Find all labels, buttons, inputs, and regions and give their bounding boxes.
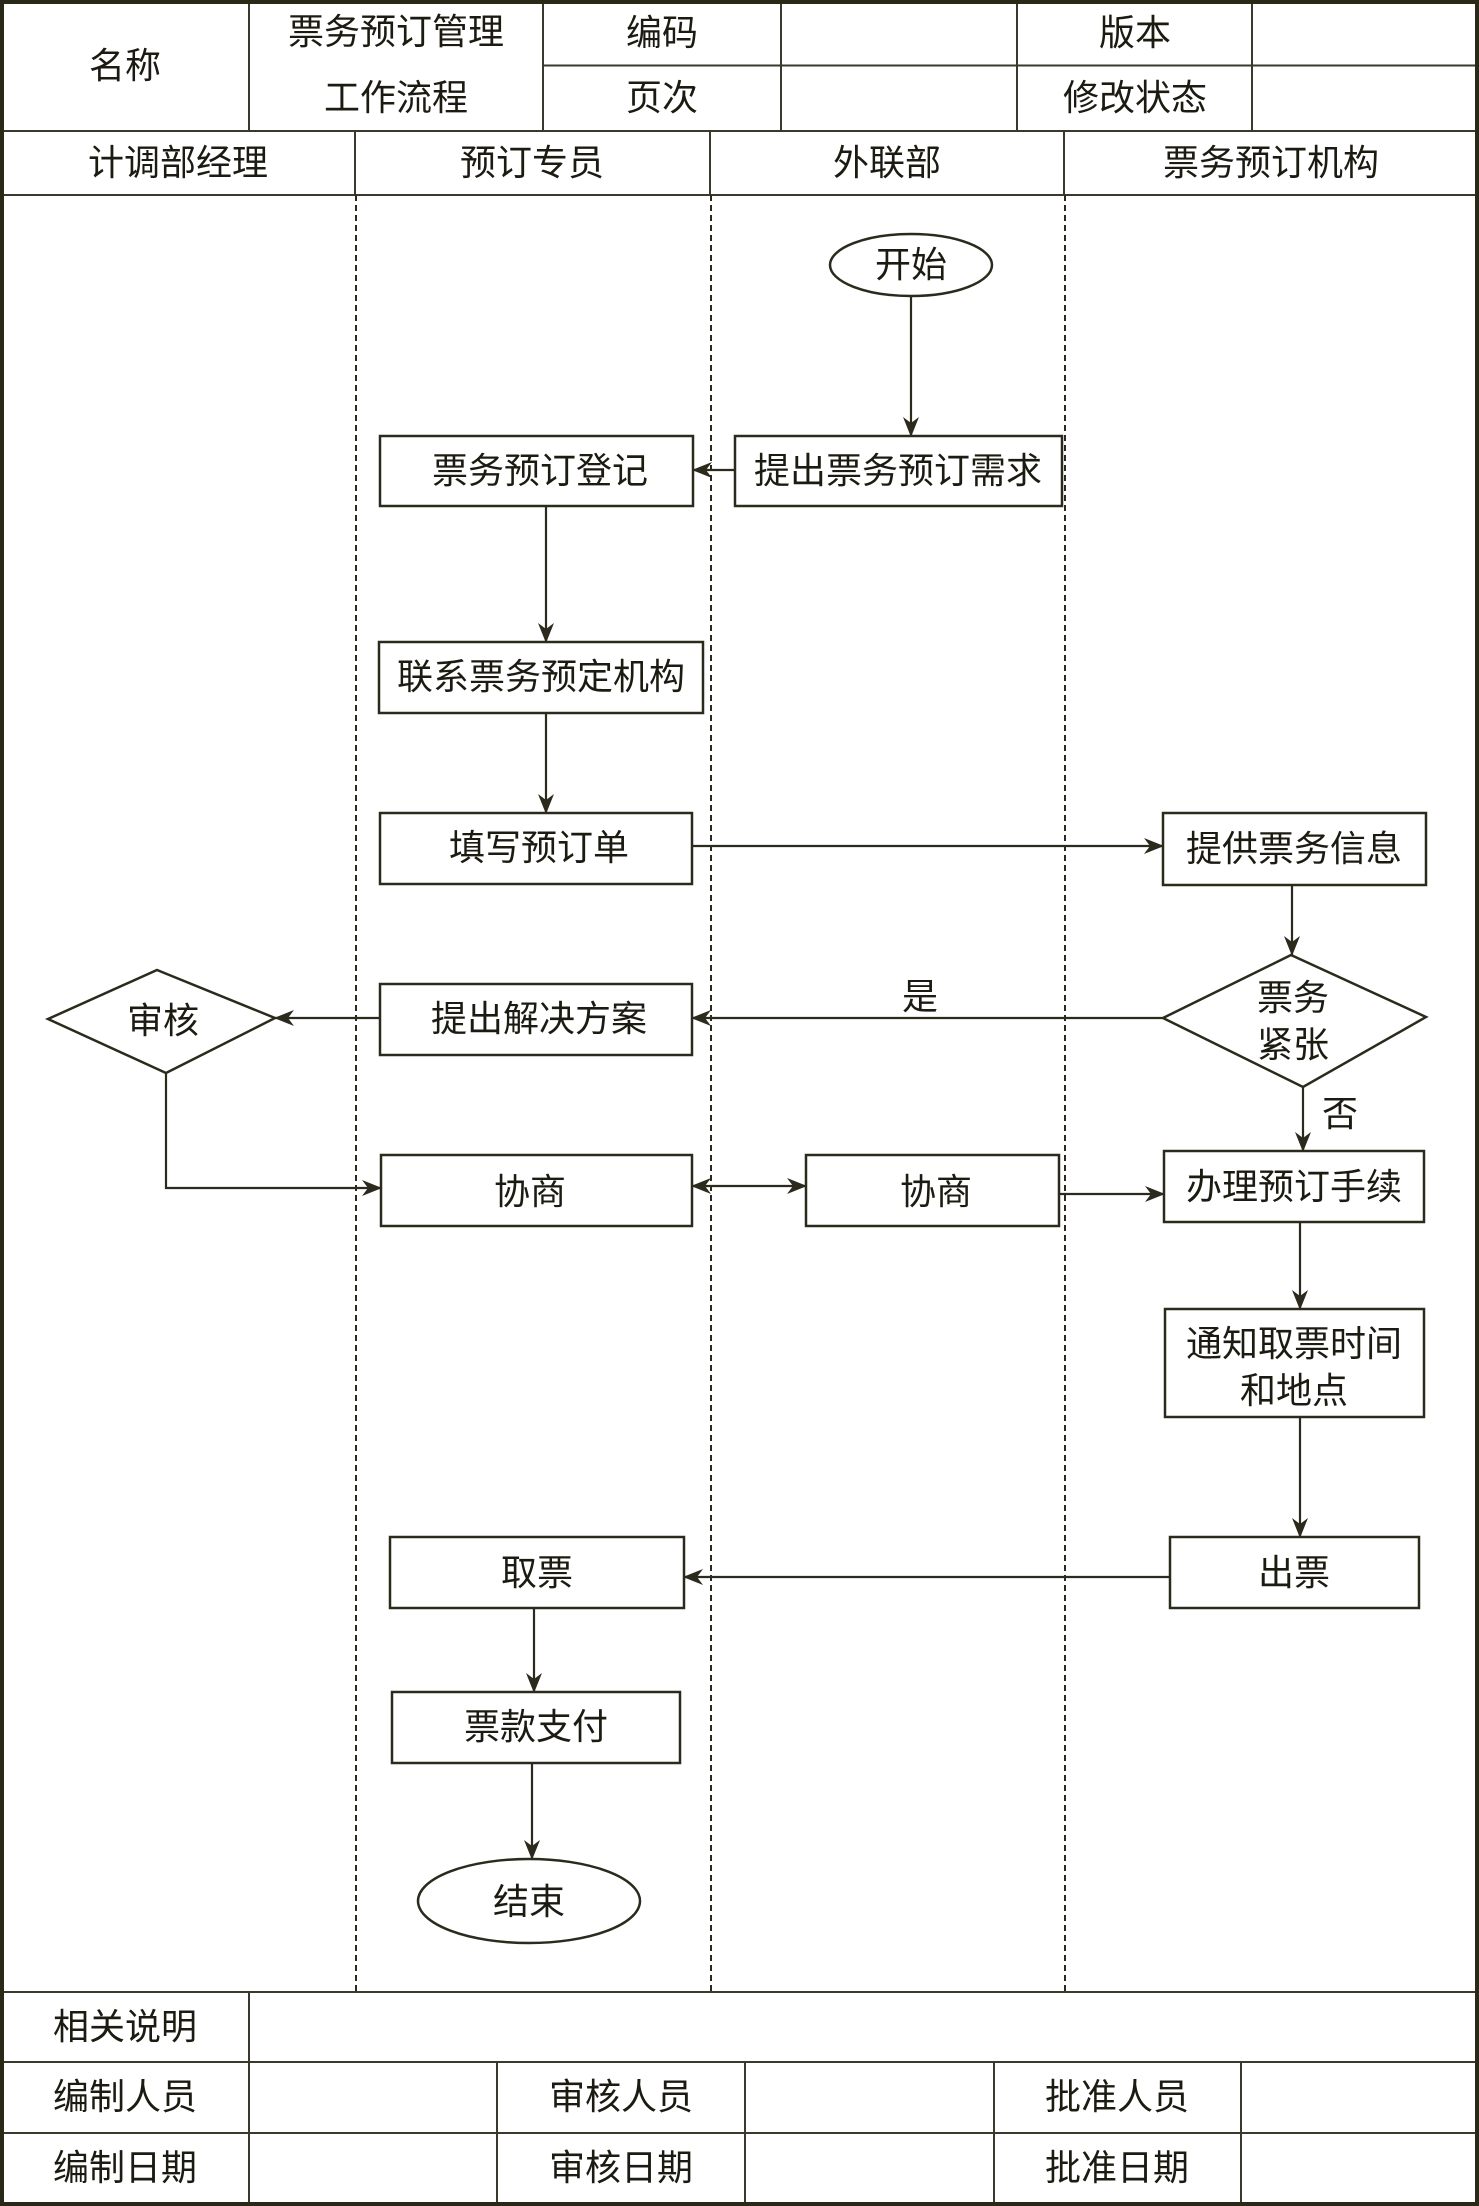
node-end: 结束 [416,1857,642,1945]
terminator-shape [828,232,994,298]
node-label-line-2: 紧张 [1257,1025,1329,1065]
terminator-shape [416,1857,642,1945]
edge-label-no: 否 [1322,1094,1358,1134]
name-label: 名称 [89,46,161,86]
lane-header-dispatch-manager: 计调部经理 [88,143,268,183]
process-shape [378,811,694,886]
node-label: 票款支付 [464,1707,608,1747]
lane-header-booking-specialist: 预订专员 [460,143,604,183]
node-contact-agency: 联系票务预定机构 [377,640,705,715]
process-shape [390,1690,682,1765]
lane-header-external-liaison: 外联部 [833,143,941,183]
node-tickets-tight-decision: 票务 紧张 [1160,953,1429,1089]
lane-header-row: 计调部经理 预订专员 外联部 票务预订机构 [0,131,1479,196]
node-negotiate-liaison: 协商 [804,1153,1061,1228]
node-process-booking: 办理预订手续 [1162,1149,1426,1224]
edge-label-yes: 是 [902,977,938,1017]
node-label: 审核 [127,1001,199,1041]
node-label: 开始 [875,245,947,285]
node-provide-info: 提供票务信息 [1161,811,1428,887]
node-label: 联系票务预定机构 [397,657,685,697]
approved-by-label: 批准人员 [1045,2077,1189,2117]
node-label: 协商 [494,1172,566,1212]
footer-table: 相关说明 编制人员 审核人员 批准人员 编制日期 审核日期 批准日期 [0,1991,1479,2206]
process-shape [388,1535,686,1610]
decision-shape [1160,953,1429,1089]
page-label: 页次 [626,78,698,118]
version-label: 版本 [1099,13,1171,53]
reviewed-date-label: 审核日期 [549,2148,693,2188]
node-negotiate-specialist: 协商 [379,1153,694,1228]
node-pick-up-ticket: 取票 [388,1535,686,1610]
process-shape [378,982,694,1057]
process-shape [733,434,1064,508]
node-label: 取票 [501,1553,573,1593]
arrow-review-to-negotiate [164,1073,382,1196]
node-label: 协商 [900,1172,972,1212]
process-shape [1163,1307,1426,1419]
decision-shape [44,968,279,1075]
node-label: 办理预订手续 [1186,1167,1402,1207]
flow-edges: 是 否 [164,296,1358,1860]
node-issue-ticket: 出票 [1168,1535,1421,1610]
node-register: 票务预订登记 [378,434,695,508]
node-review-decision: 审核 [44,968,279,1075]
revision-status-label: 修改状态 [1063,78,1207,118]
process-title-line-2: 工作流程 [324,78,468,118]
reviewed-by-label: 审核人员 [549,2077,693,2117]
node-submit-request: 提出票务预订需求 [733,434,1064,508]
node-propose-solution: 提出解决方案 [378,982,694,1057]
node-label-line-1: 通知取票时间 [1186,1324,1402,1364]
process-shape [1168,1535,1421,1610]
notes-label: 相关说明 [53,2007,197,2047]
code-label: 编码 [626,13,698,53]
process-shape [378,434,695,508]
node-label-line-2: 和地点 [1240,1371,1348,1411]
lane-header-ticket-agency: 票务预订机构 [1163,143,1379,183]
process-shape [1161,811,1428,887]
node-label: 提出解决方案 [431,999,647,1039]
node-label: 出票 [1258,1553,1330,1593]
process-title-line-1: 票务预订管理 [288,12,504,52]
node-label: 提供票务信息 [1186,829,1402,869]
node-label: 结束 [493,1882,565,1922]
node-label: 填写预订单 [449,828,629,868]
node-fill-form: 填写预订单 [378,811,694,886]
node-notify-pickup: 通知取票时间 和地点 [1163,1307,1426,1419]
prepared-date-label: 编制日期 [53,2148,197,2188]
node-label: 票务预订登记 [432,451,648,491]
process-shape [1162,1149,1426,1224]
node-label: 提出票务预订需求 [754,451,1042,491]
process-shape [804,1153,1061,1228]
header-table: 名称 票务预订管理 工作流程 编码 页次 版本 修改状态 [0,0,1479,132]
process-shape [379,1153,694,1228]
prepared-by-label: 编制人员 [53,2077,197,2117]
process-shape [377,640,705,715]
node-start: 开始 [828,232,994,298]
node-payment: 票款支付 [390,1690,682,1765]
approved-date-label: 批准日期 [1045,2148,1189,2188]
node-label-line-1: 票务 [1257,978,1329,1018]
